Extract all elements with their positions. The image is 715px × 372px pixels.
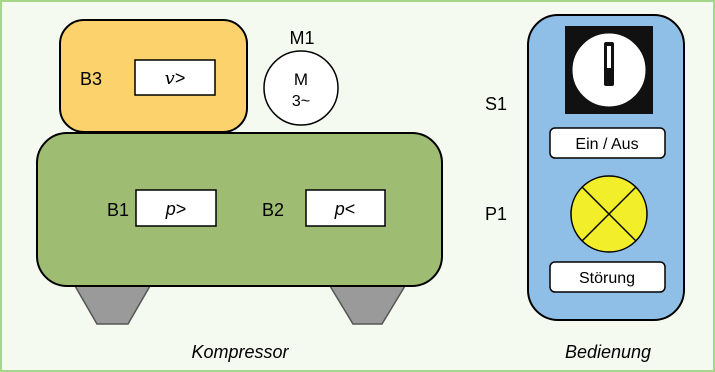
- fault-button-label: Störung: [579, 270, 635, 287]
- fault-button[interactable]: [549, 261, 666, 293]
- b2-sensor-box: [305, 189, 386, 227]
- compressor-caption: Kompressor: [191, 342, 289, 362]
- compressor-foot-left: [73, 285, 152, 325]
- compressor-body: [36, 132, 443, 287]
- fault-lamp-cross-b: [581, 186, 637, 242]
- compressor-foot-right: [328, 285, 407, 325]
- motor-phase: 3~: [292, 93, 310, 110]
- control-caption: Bedienung: [565, 342, 651, 362]
- motor-symbol: [263, 50, 339, 126]
- motor-label: M1: [289, 28, 314, 48]
- motor-letter: M: [294, 70, 308, 89]
- b1-label: B1: [107, 200, 129, 220]
- b2-symbol: p<: [334, 199, 356, 219]
- key-switch-handle-mark: [607, 46, 611, 68]
- b3-symbol: v>: [165, 68, 186, 89]
- p1-label: P1: [485, 204, 507, 224]
- b2-label: B2: [262, 200, 284, 220]
- b1-symbol: p>: [165, 199, 187, 219]
- on-off-button[interactable]: [549, 127, 666, 159]
- b3-label: B3: [80, 69, 102, 89]
- s1-label: S1: [485, 94, 507, 114]
- b3-sensor-box: [134, 59, 216, 96]
- on-off-button-label: Ein / Aus: [575, 136, 638, 153]
- b1-sensor-box: [135, 189, 217, 227]
